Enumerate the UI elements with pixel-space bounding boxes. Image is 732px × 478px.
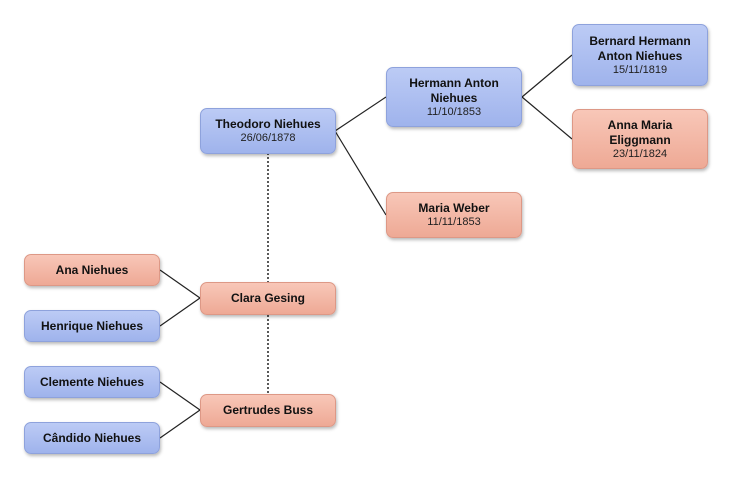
person-name: Gertrudes Buss bbox=[222, 403, 314, 417]
person-anna-maria-eliggmann[interactable]: Anna Maria Eliggmann 23/11/1824 bbox=[572, 109, 708, 169]
link-theodoro-maria bbox=[334, 130, 387, 216]
person-clara-gesing[interactable]: Clara Gesing bbox=[200, 282, 336, 315]
person-name: Bernard Hermann Anton Niehues bbox=[589, 33, 691, 63]
person-date: 23/11/1824 bbox=[612, 147, 668, 160]
link-hermann-anna-maria bbox=[521, 96, 573, 140]
link-gertrudes-clemente bbox=[159, 381, 201, 411]
person-date: 11/11/1853 bbox=[427, 216, 481, 228]
person-theodoro-niehues[interactable]: Theodoro Niehues 26/06/1878 bbox=[200, 108, 336, 154]
person-clemente-niehues[interactable]: Clemente Niehues bbox=[24, 366, 160, 398]
person-date: 11/10/1853 bbox=[426, 105, 482, 118]
person-name: Clara Gesing bbox=[230, 291, 306, 305]
person-name: Cândido Niehues bbox=[42, 430, 141, 445]
person-candido-niehues[interactable]: Cândido Niehues bbox=[24, 422, 160, 454]
link-clara-henrique bbox=[159, 297, 201, 327]
person-date: 26/06/1878 bbox=[240, 132, 296, 144]
link-clara-ana bbox=[159, 269, 201, 299]
person-hermann-anton-niehues[interactable]: Hermann Anton Niehues 11/10/1853 bbox=[386, 67, 522, 127]
person-maria-weber[interactable]: Maria Weber 11/11/1853 bbox=[386, 192, 522, 238]
person-name: Anna Maria Eliggmann bbox=[607, 117, 673, 147]
person-henrique-niehues[interactable]: Henrique Niehues bbox=[24, 310, 160, 342]
person-name: Maria Weber bbox=[418, 201, 490, 215]
person-name: Ana Niehues bbox=[55, 262, 129, 277]
link-theodoro-hermann bbox=[334, 96, 387, 132]
person-name: Theodoro Niehues bbox=[215, 117, 321, 131]
person-date: 15/11/1819 bbox=[612, 63, 668, 76]
person-name: Clemente Niehues bbox=[39, 374, 145, 389]
person-bernard-hermann-anton-niehues[interactable]: Bernard Hermann Anton Niehues 15/11/1819 bbox=[572, 24, 708, 86]
person-ana-niehues[interactable]: Ana Niehues bbox=[24, 254, 160, 286]
link-gertrudes-candido bbox=[159, 409, 201, 439]
person-gertrudes-buss[interactable]: Gertrudes Buss bbox=[200, 394, 336, 427]
person-name: Hermann Anton Niehues bbox=[409, 75, 499, 105]
link-hermann-bernard bbox=[521, 54, 573, 98]
person-name: Henrique Niehues bbox=[40, 318, 144, 333]
